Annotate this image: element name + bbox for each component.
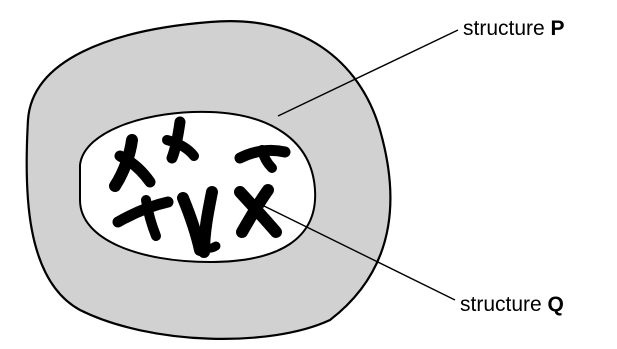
chromosome-q [234,184,282,238]
label-structure-p: structure P [463,18,565,39]
chromosome [112,195,174,241]
chromosomes [109,116,291,258]
label-p-letter: P [550,17,565,40]
label-q-word: structure [460,293,542,316]
pointer-line-p [277,29,459,117]
chromosome [234,144,291,173]
label-q-letter: Q [547,293,564,316]
pointer-line-q [261,204,456,301]
label-p-word: structure [463,17,545,40]
chromosome [177,186,221,258]
chromosome [162,116,199,164]
label-structure-q: structure Q [460,294,564,315]
chromosome [109,134,156,192]
